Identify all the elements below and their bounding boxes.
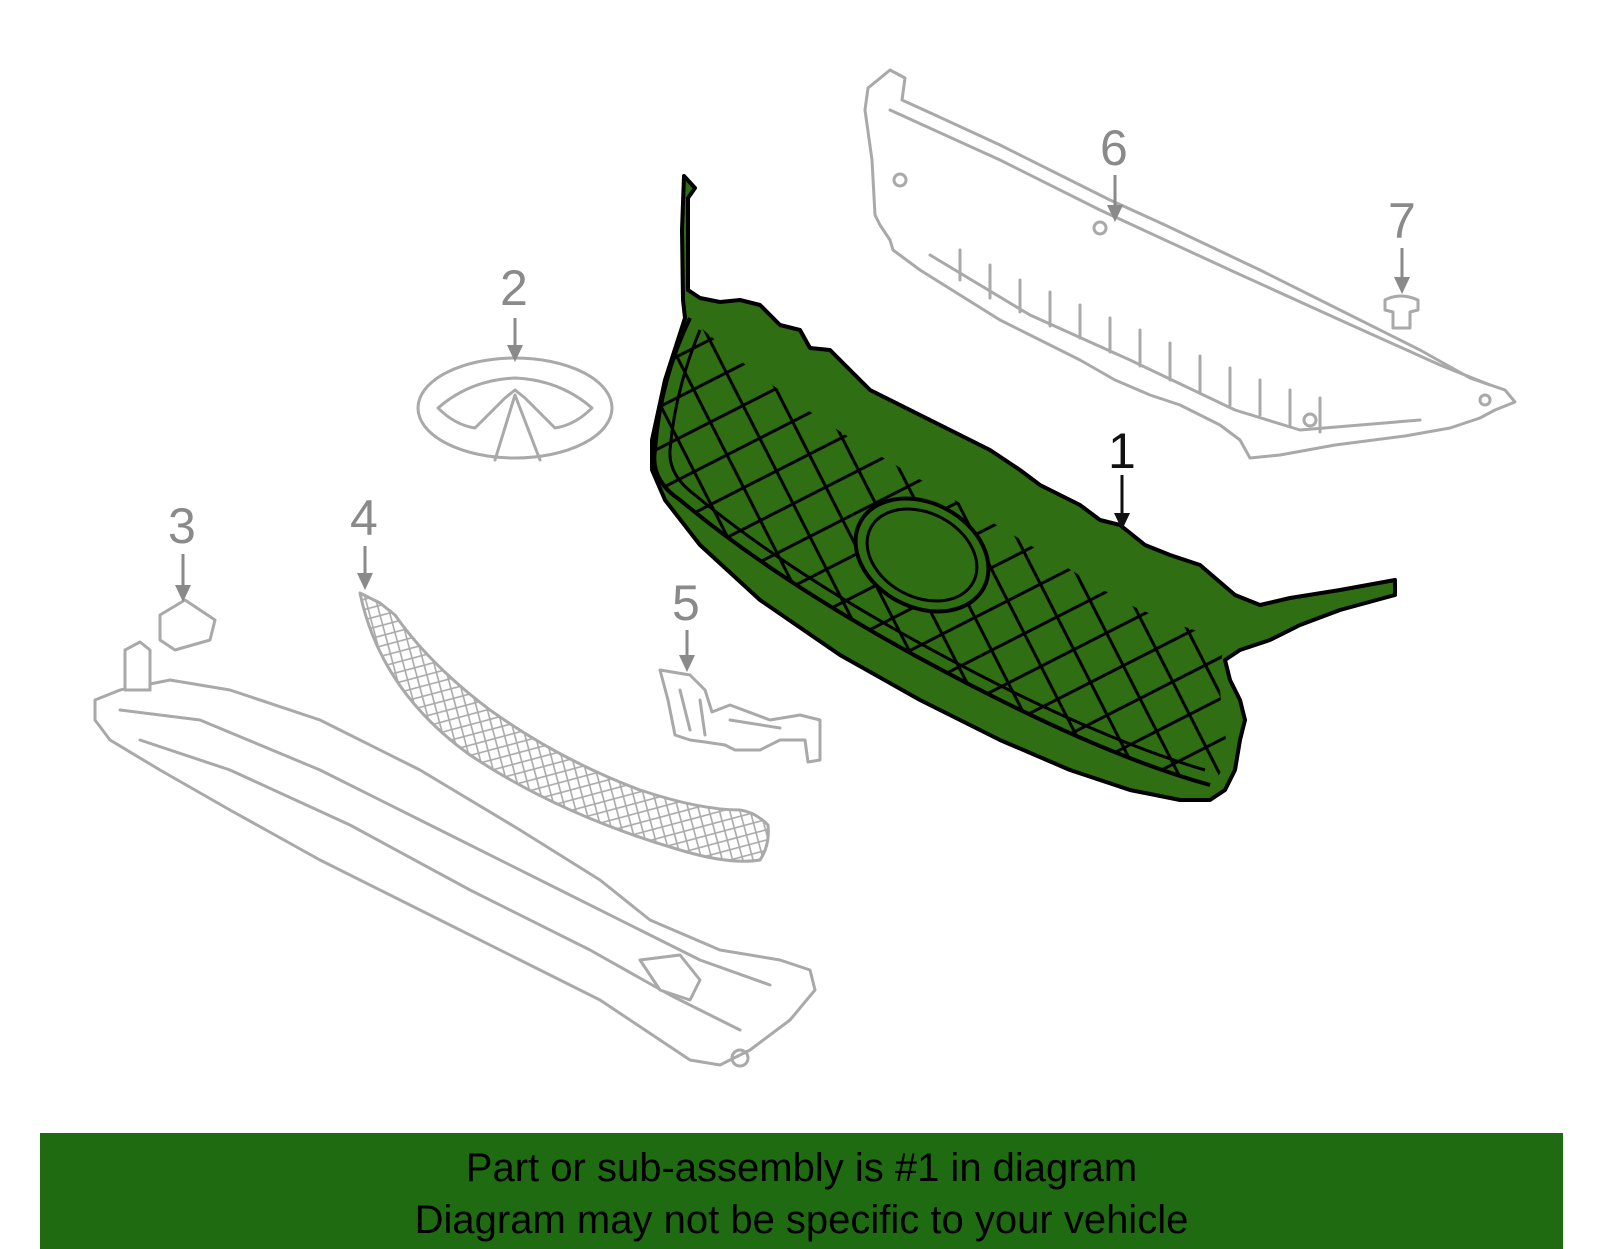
emblem-part-2[interactable] (416, 356, 614, 462)
callout-number-3[interactable]: 3 (168, 498, 196, 554)
callout-arrow-5 (679, 630, 695, 672)
banner-line-2: Diagram may not be specific to your vehi… (414, 1198, 1189, 1242)
callout-arrow-4 (357, 546, 373, 590)
upper-support-part-6[interactable] (863, 68, 1517, 460)
callout-arrow-7 (1394, 248, 1410, 294)
callout-arrow-2 (507, 318, 523, 362)
callout-number-6[interactable]: 6 (1100, 120, 1128, 176)
lower-mesh-part-4[interactable] (358, 591, 770, 863)
clip-part-7[interactable] (1383, 294, 1420, 330)
lower-bracket-part-3[interactable] (93, 598, 817, 1068)
callout-number-1[interactable]: 1 (1108, 423, 1136, 479)
callout-arrow-6 (1107, 175, 1123, 222)
callout-number-2[interactable]: 2 (500, 260, 528, 316)
parts-diagram: 1 2 3 4 5 6 7 (93, 68, 1517, 1068)
callout-number-5[interactable]: 5 (672, 575, 700, 631)
banner-line-1: Part or sub-assembly is #1 in diagram (465, 1146, 1138, 1190)
callout-arrow-1 (1114, 475, 1130, 530)
info-banner: Part or sub-assembly is #1 in diagram Di… (40, 1133, 1563, 1249)
callout-arrow-3 (175, 554, 191, 602)
callout-number-7[interactable]: 7 (1388, 193, 1416, 249)
callout-number-4[interactable]: 4 (350, 490, 378, 546)
bracket-part-5[interactable] (658, 668, 822, 764)
